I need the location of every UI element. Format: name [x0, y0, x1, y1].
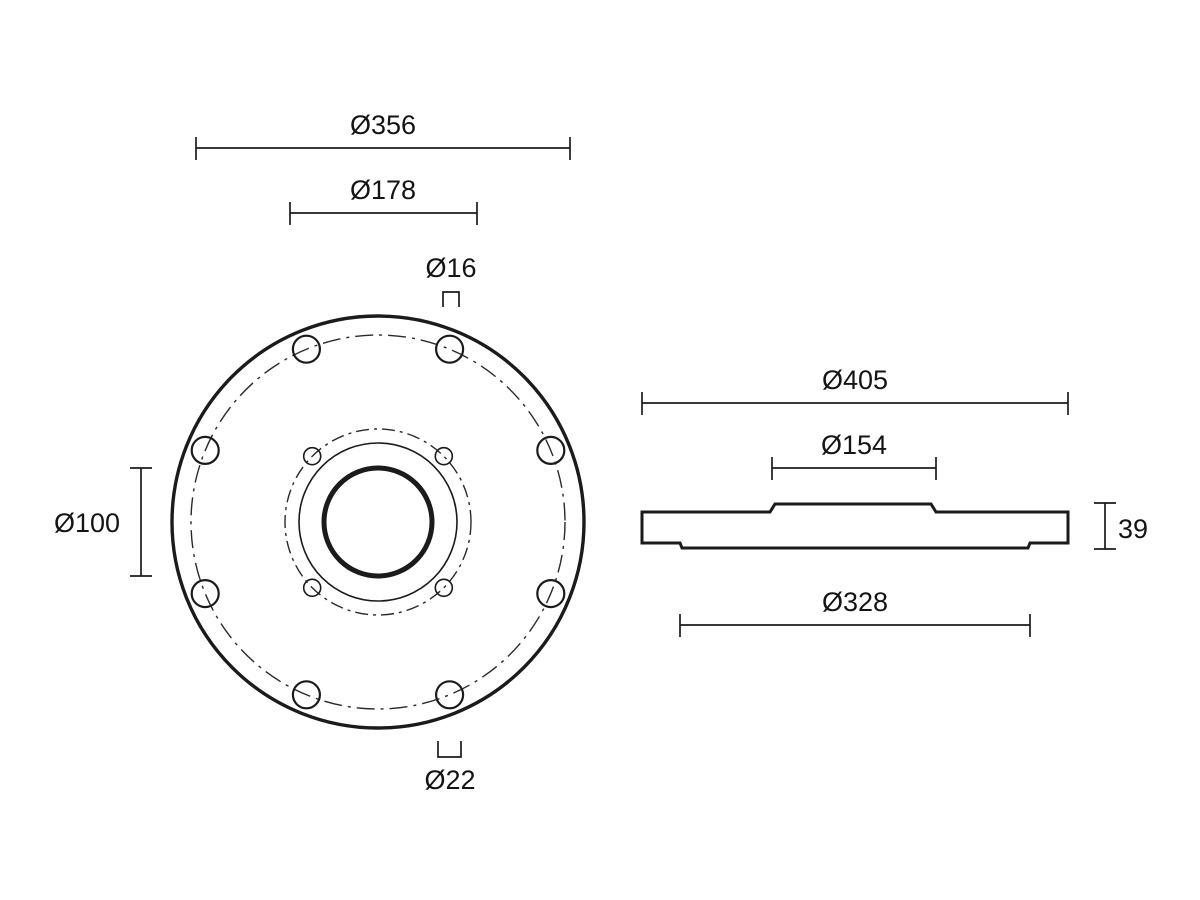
dimension-label: Ø16: [425, 253, 476, 283]
dim-outer-bolt-circle: Ø356: [195, 110, 571, 160]
bolt-hole: [291, 680, 321, 710]
side-view: Ø405 Ø154 Ø328 39: [640, 365, 1148, 637]
small-hole: [302, 578, 322, 598]
dim-center-bore: Ø100: [54, 467, 152, 577]
bolt-hole: [190, 435, 220, 465]
bolt-hole: [435, 334, 465, 364]
outer-bolt-circle-centerline: [190, 334, 566, 710]
bolt-hole: [291, 334, 321, 364]
dimension-label: Ø154: [821, 430, 887, 460]
dim-outer-hole: Ø22: [424, 741, 476, 795]
small-hole: [434, 446, 454, 466]
bolt-hole: [190, 578, 220, 609]
dimension-label: Ø356: [350, 110, 416, 140]
dimension-label: Ø178: [350, 175, 416, 205]
side-profile: [640, 502, 1070, 550]
inner-bolt-circle-centerline: [284, 428, 472, 616]
small-hole: [302, 446, 322, 466]
bolt-hole: [435, 680, 465, 710]
dimension-bracket: [442, 291, 460, 307]
dimension-label: Ø100: [54, 508, 120, 538]
dimension-label: Ø22: [424, 765, 475, 795]
small-hole: [434, 578, 454, 598]
dimension-label: Ø405: [822, 365, 888, 395]
dimension-bracket: [437, 741, 462, 758]
bolt-hole: [536, 435, 566, 465]
flange-outline: [170, 314, 586, 730]
bolt-hole: [536, 578, 566, 609]
center-bore: [321, 465, 435, 579]
front-view: Ø356 Ø178 Ø16 Ø100 Ø22: [54, 110, 586, 795]
dim-side-boss: Ø154: [771, 430, 937, 480]
dim-side-outer: Ø405: [641, 365, 1069, 415]
dim-small-hole: Ø16: [425, 253, 477, 307]
dim-inner-bolt-circle: Ø178: [289, 175, 478, 225]
inner-bolt-holes: [302, 446, 454, 598]
dimension-label: 39: [1118, 514, 1148, 544]
dimension-label: Ø328: [822, 587, 888, 617]
boss-outline: [298, 442, 458, 602]
outer-bolt-holes: [190, 334, 566, 710]
dim-side-recess: Ø328: [679, 587, 1031, 637]
dim-side-thickness: 39: [1094, 502, 1148, 550]
